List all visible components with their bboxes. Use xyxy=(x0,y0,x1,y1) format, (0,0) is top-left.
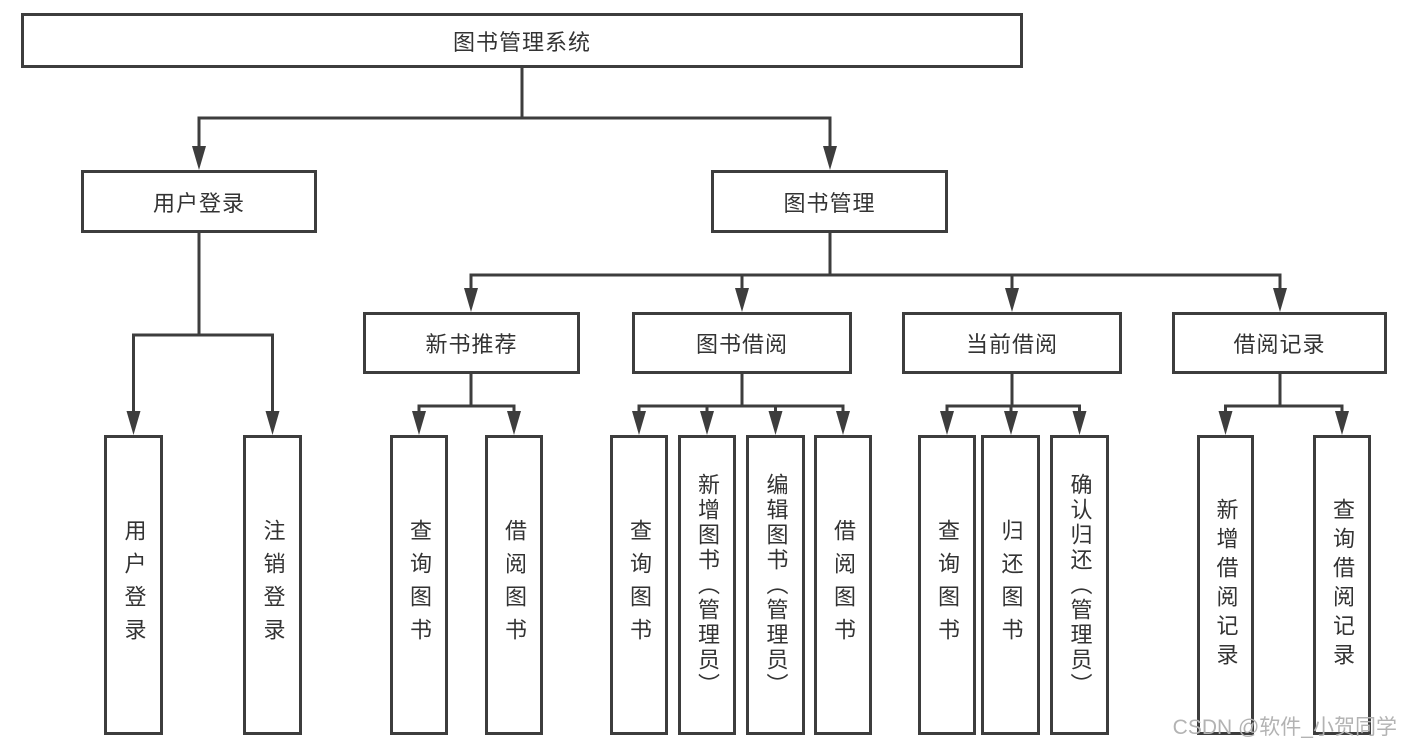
leaf-bb-add-books-label: 新增图书（管理员） xyxy=(695,472,720,698)
csdn-watermark: CSDN @软件_小贺同学 xyxy=(1172,716,1397,739)
leaf-user-login: 用户登录 xyxy=(104,435,163,735)
leaf-bb-query-books-label: 查询图书 xyxy=(627,519,652,651)
leaf-cb-confirm-return-label: 确认归还（管理员） xyxy=(1067,472,1093,698)
node-current-borrow: 当前借阅 xyxy=(902,312,1122,374)
leaf-br-query-record: 查询借阅记录 xyxy=(1313,435,1371,735)
leaf-nb-query-books: 查询图书 xyxy=(390,435,448,735)
leaf-br-add-record-label: 新增借阅记录 xyxy=(1213,498,1239,672)
leaf-bb-borrow-books: 借阅图书 xyxy=(814,435,872,735)
leaf-nb-borrow-books: 借阅图书 xyxy=(485,435,543,735)
node-root-label: 图书管理系统 xyxy=(452,29,591,55)
node-current-borrow-label: 当前借阅 xyxy=(965,332,1058,357)
leaf-bb-query-books: 查询图书 xyxy=(610,435,668,735)
node-book-borrow: 图书借阅 xyxy=(632,312,852,374)
leaf-nb-borrow-books-label: 借阅图书 xyxy=(502,519,527,651)
arrowheads xyxy=(126,146,1349,435)
node-user-login: 用户登录 xyxy=(81,170,317,233)
leaf-cb-query-books: 查询图书 xyxy=(918,435,976,735)
node-new-book-recommend: 新书推荐 xyxy=(363,312,580,374)
node-user-login-label: 用户登录 xyxy=(152,190,245,216)
leaf-br-add-record: 新增借阅记录 xyxy=(1197,435,1254,735)
leaf-bb-edit-books-label: 编辑图书（管理员） xyxy=(763,472,789,698)
node-borrow-records-label: 借阅记录 xyxy=(1233,332,1326,357)
node-new-book-recommend-label: 新书推荐 xyxy=(425,332,518,357)
leaf-cb-return-books: 归还图书 xyxy=(981,435,1040,735)
leaf-bb-add-books: 新增图书（管理员） xyxy=(678,435,736,735)
leaf-cb-query-books-label: 查询图书 xyxy=(935,519,960,651)
leaf-cb-return-books-label: 归还图书 xyxy=(998,519,1024,651)
leaf-bb-borrow-books-label: 借阅图书 xyxy=(831,519,856,651)
leaf-user-login-label: 用户登录 xyxy=(121,519,147,651)
node-book-management-label: 图书管理 xyxy=(783,190,876,216)
leaf-nb-query-books-label: 查询图书 xyxy=(407,519,432,651)
node-book-borrow-label: 图书借阅 xyxy=(695,332,788,357)
leaf-logout: 注销登录 xyxy=(243,435,302,735)
leaf-logout-label: 注销登录 xyxy=(260,519,286,651)
leaf-br-query-record-label: 查询借阅记录 xyxy=(1330,498,1355,672)
leaf-bb-edit-books: 编辑图书（管理员） xyxy=(746,435,805,735)
node-root: 图书管理系统 xyxy=(21,13,1023,68)
leaf-cb-confirm-return: 确认归还（管理员） xyxy=(1050,435,1109,735)
node-borrow-records: 借阅记录 xyxy=(1172,312,1387,374)
node-book-management: 图书管理 xyxy=(711,170,948,233)
